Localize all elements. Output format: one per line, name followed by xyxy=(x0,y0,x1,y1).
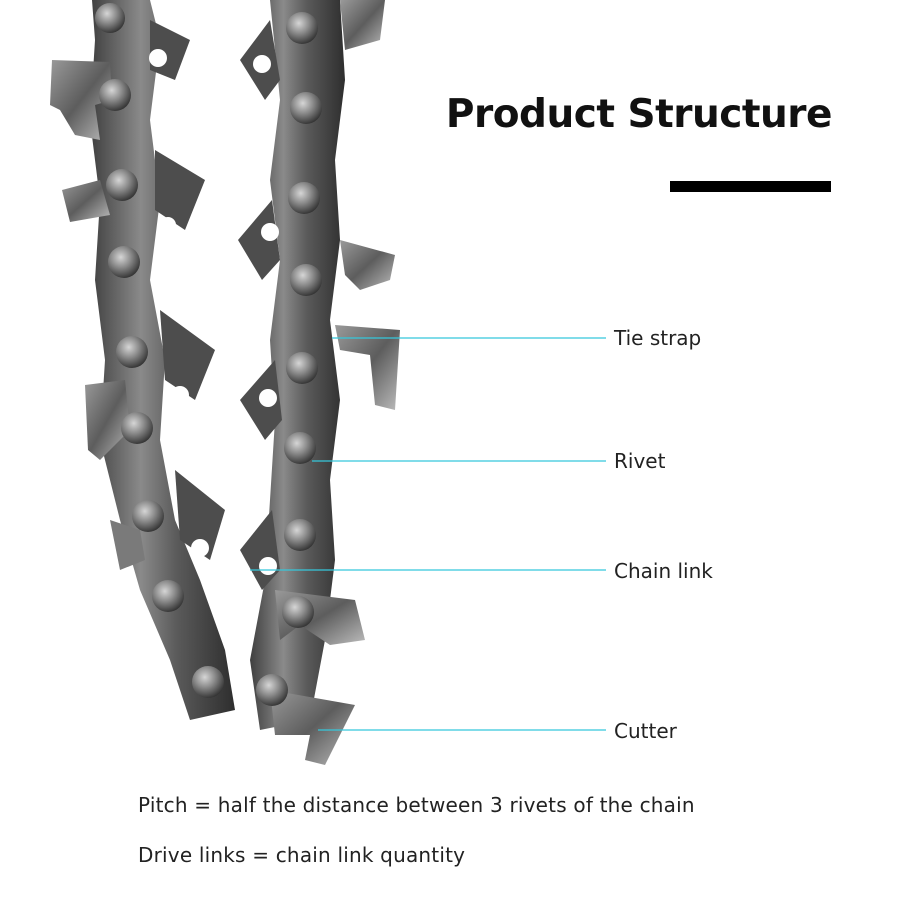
leader-lines xyxy=(250,337,606,731)
callout-label-cutter: Cutter xyxy=(614,719,677,743)
left-chain-strand xyxy=(50,0,235,720)
callout-label-tie-strap: Tie strap xyxy=(614,326,702,350)
page-title: Product Structure xyxy=(445,92,833,137)
note-drive-links-definition: Drive links = chain link quantity xyxy=(138,843,466,867)
callout-label-rivet: Rivet xyxy=(614,449,666,473)
callout-label-chain-link: Chain link xyxy=(614,559,713,583)
right-chain-strand xyxy=(236,0,400,765)
note-pitch-definition: Pitch = half the distance between 3 rive… xyxy=(138,793,695,817)
title-underline xyxy=(670,181,831,192)
